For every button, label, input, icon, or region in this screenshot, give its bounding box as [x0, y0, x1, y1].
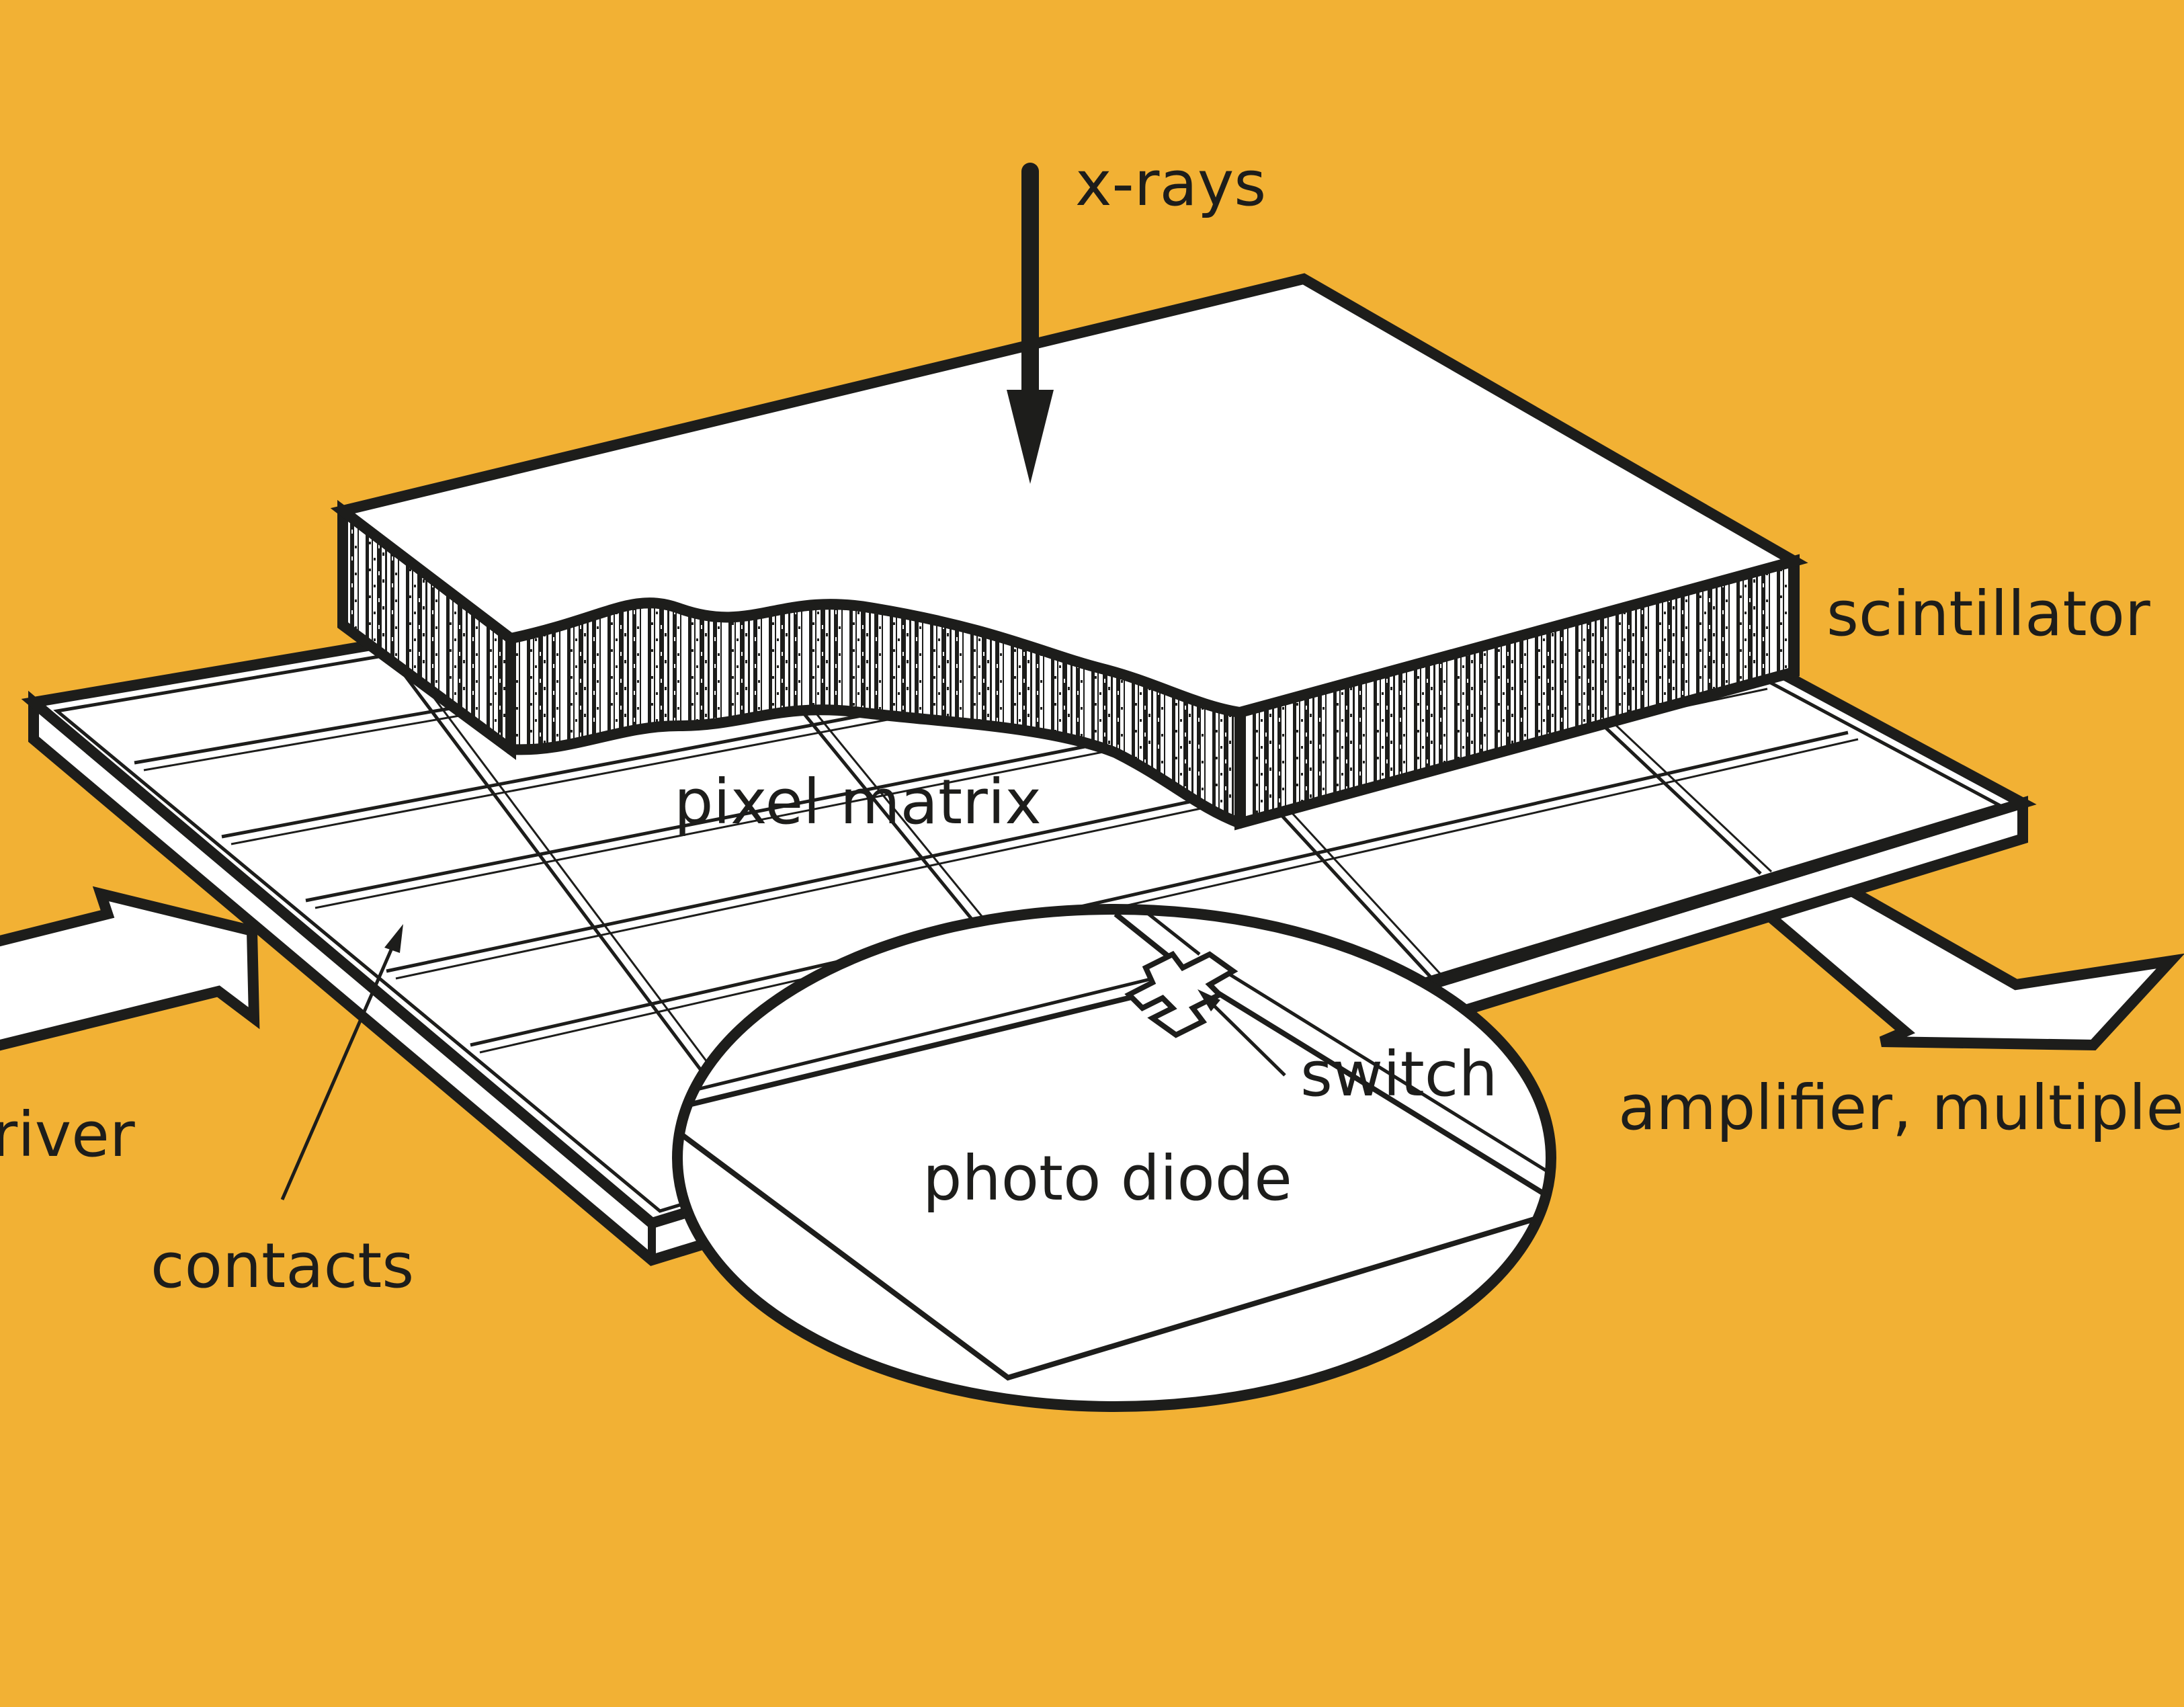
amplifier-label: amplifier, multiplexer [1618, 1072, 2184, 1144]
switch-pointer [1208, 1000, 1286, 1077]
switch-pointer-head [1198, 989, 1220, 1011]
driver-label: driver [0, 1099, 135, 1171]
xrays-label: x-rays [1075, 148, 1266, 220]
contacts-pointer-head [384, 924, 403, 953]
xray-arrow-head [1007, 390, 1054, 484]
contacts-pointer [280, 937, 398, 1200]
contacts-label: contacts [151, 1230, 414, 1302]
pixel-matrix-label: pixel matrix [674, 766, 1042, 838]
magnifier [672, 904, 1556, 1412]
photo-diode-label: photo diode [923, 1142, 1292, 1214]
switch-shape [1124, 950, 1238, 1038]
switch-label: switch [1300, 1038, 1498, 1110]
scintillator-top [330, 273, 1808, 718]
scintillator-label: scintillator [1826, 578, 2150, 650]
driver-arrow [0, 886, 260, 1051]
